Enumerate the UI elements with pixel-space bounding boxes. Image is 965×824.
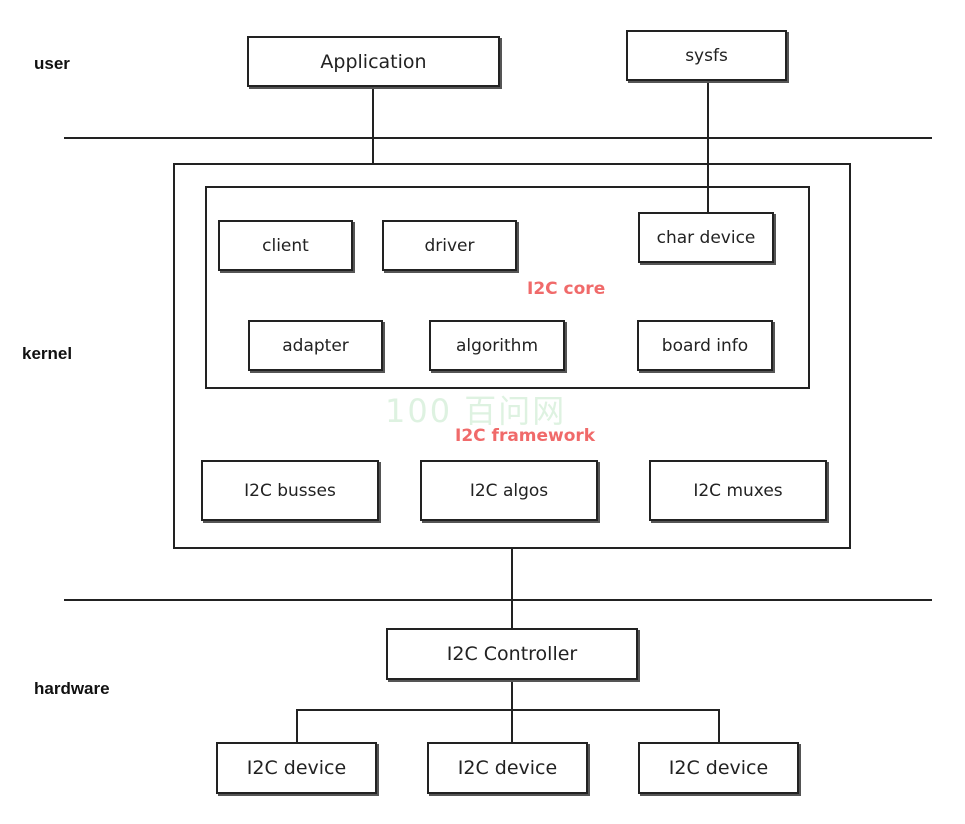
i2c-framework-title: I2C framework (455, 426, 596, 446)
kernel-layer-label: kernel (22, 344, 73, 363)
i2c-core-frame (205, 186, 810, 389)
i2c-core-title: I2C core (527, 279, 606, 299)
bus-to-device-1-connector (296, 709, 298, 742)
application-to-kernel-connector (372, 86, 374, 164)
i2c-muxes-box: I2C muxes (649, 460, 827, 521)
i2c-controller-box: I2C Controller (386, 628, 638, 680)
i2c-busses-box: I2C busses (201, 460, 379, 521)
user-kernel-separator (64, 137, 932, 139)
bus-to-device-2-connector (511, 709, 513, 742)
device-bus-line (296, 709, 720, 711)
i2c-framework-frame (173, 163, 851, 549)
board-info-box: board info (637, 320, 773, 371)
sysfs-box: sysfs (626, 30, 787, 81)
watermark-logo: 100 百问网 (385, 392, 567, 430)
i2c-algos-box: I2C algos (420, 460, 598, 521)
controller-to-bus-connector (511, 679, 513, 709)
adapter-box: adapter (248, 320, 383, 371)
char-device-box: char device (638, 212, 774, 263)
sysfs-to-char-device-connector (707, 80, 709, 213)
framework-to-controller-connector (511, 548, 513, 628)
i2c-device-box-1: I2C device (216, 742, 377, 794)
user-layer-label: user (34, 54, 70, 73)
application-box: Application (247, 36, 500, 87)
algorithm-box: algorithm (429, 320, 565, 371)
hardware-layer-label: hardware (34, 679, 110, 698)
client-box: client (218, 220, 353, 271)
i2c-device-box-2: I2C device (427, 742, 588, 794)
driver-box: driver (382, 220, 517, 271)
kernel-hardware-separator (64, 599, 932, 601)
bus-to-device-3-connector (718, 709, 720, 742)
i2c-device-box-3: I2C device (638, 742, 799, 794)
